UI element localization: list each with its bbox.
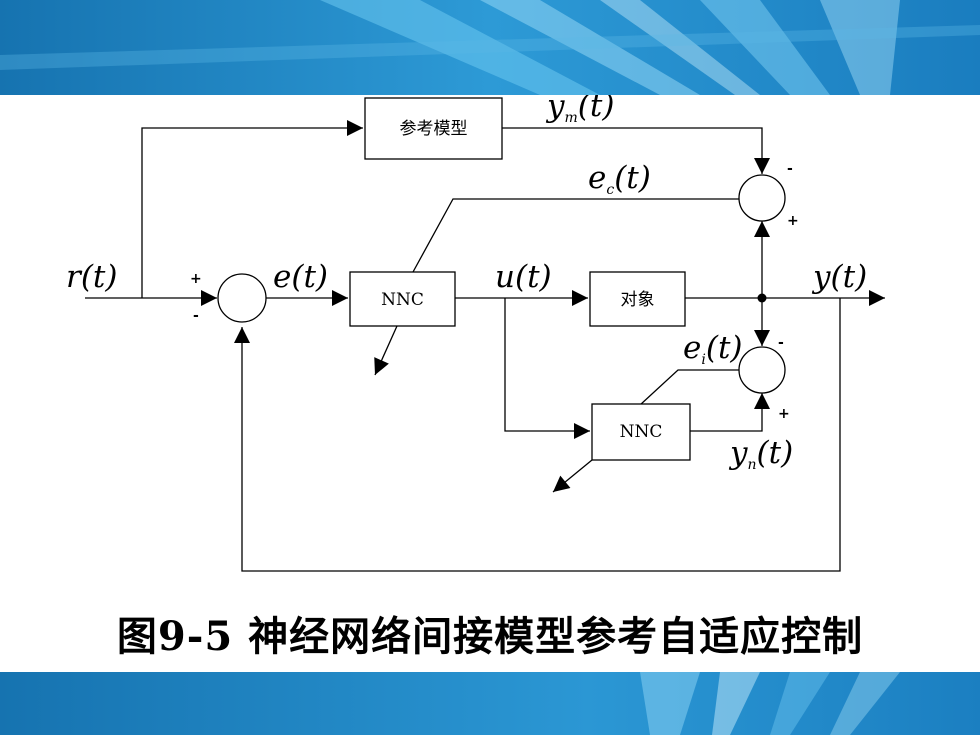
junction-dot: [757, 293, 767, 303]
top-minus-sign: -: [787, 161, 793, 177]
plant-block: 对象: [589, 271, 686, 327]
controller-nnc-block: NNC: [349, 271, 456, 327]
main-minus-sign: -: [193, 308, 199, 324]
yn-signal-label: yn(t): [728, 435, 793, 473]
bottom-summing-junction: [738, 346, 786, 394]
ei-signal-label: ei(t): [683, 330, 743, 368]
ec-line: [412, 198, 739, 273]
reference-model-feed: [141, 120, 363, 298]
plant-label: 对象: [621, 290, 655, 310]
ym-line: [502, 127, 770, 174]
identifier-adapt-arrow: [552, 459, 593, 493]
identifier-nnc-block: NNC: [591, 403, 691, 461]
r-signal-label: r(t): [66, 259, 117, 295]
u-signal-label: u(t): [495, 259, 552, 295]
reference-model-block: 参考模型: [364, 97, 503, 160]
ei-line: [639, 369, 739, 406]
feedback-line: [234, 298, 841, 572]
bottom-minus-sign: -: [778, 335, 784, 351]
top-summing-junction: [738, 174, 786, 222]
top-header-band: [0, 0, 980, 95]
ym-signal-label: ym(t): [545, 95, 614, 126]
bottom-footer-band: [0, 672, 980, 735]
controller-adapt-arrow: [374, 325, 398, 376]
top-plus-sign: +: [787, 213, 799, 229]
reference-model-label: 参考模型: [400, 119, 468, 139]
main-plus-sign: +: [190, 271, 202, 287]
yn-line: [690, 393, 770, 432]
block-diagram: 参考模型 NNC 对象 NNC r(t) e(t) u(t) y(t) ym(t…: [66, 95, 885, 572]
controller-nnc-label: NNC: [381, 290, 424, 310]
e-signal-label: e(t): [273, 259, 328, 295]
u-to-identifier: [504, 298, 590, 439]
identifier-nnc-label: NNC: [620, 422, 663, 442]
y-signal-label: y(t): [811, 259, 867, 295]
bottom-plus-sign: +: [778, 406, 790, 422]
main-summing-junction: [217, 273, 267, 323]
ec-signal-label: ec(t): [588, 160, 651, 198]
signal-lines: [85, 120, 885, 572]
figure-caption: 图9-5 神经网络间接模型参考自适应控制: [116, 613, 864, 660]
